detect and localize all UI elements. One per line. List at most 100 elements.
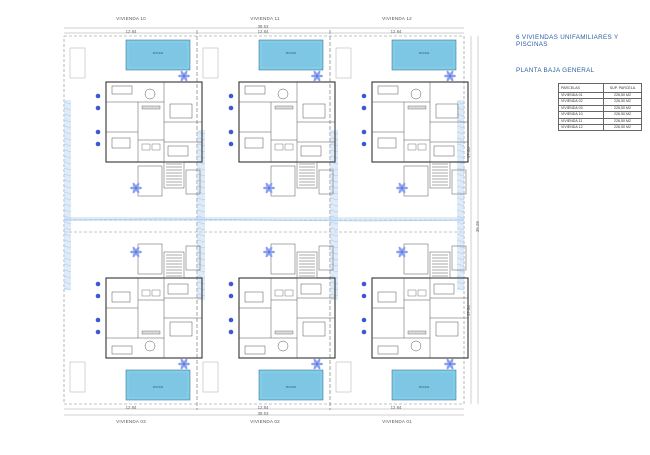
palm-leaf [446,75,451,82]
hedge-stroke [196,197,206,201]
pool-label: PISCINA [286,51,297,55]
palm-leaf [265,246,270,253]
palm-leaf [316,70,321,77]
hedge-stroke [456,101,465,105]
rear-annex [270,243,296,275]
shrub-dot [361,329,367,335]
hedge-stroke [63,197,72,201]
palm-leaf [449,358,454,365]
palm-center [315,74,319,78]
sofa [377,85,399,95]
swimming-pool [125,369,191,401]
shrub-dot [228,93,234,99]
palm-leaf [313,363,318,370]
dining-table [144,88,156,100]
rear-annex [403,243,429,275]
hedge-stroke [456,221,465,225]
palm-leaf [132,251,137,258]
hedge-stroke [329,209,339,213]
garden-outline [335,361,352,393]
hedge-stroke [63,119,72,123]
row-parcel: VIVIENDA 12 [558,123,604,132]
rear-annex [318,169,334,195]
palm-leaf [183,363,188,370]
shrub-dot [95,317,101,323]
palm-leaf [449,363,454,370]
swimming-pool [391,39,457,71]
hedge-stroke [456,209,465,213]
hedge-stroke [63,233,72,237]
shrub-dot [228,281,234,287]
double-bed [302,103,326,119]
project-title: 6 VIVIENDAS UNIFAMILIARES Y PISCINAS [516,34,619,48]
hedge-stroke [196,257,206,261]
palm-leaf [398,187,403,194]
hedge-stroke [329,221,339,225]
kitchen-counter [407,330,427,335]
dwelling-bottom-3: PISCINA [335,243,469,401]
kitchen-counter [407,105,427,110]
shrub-dot [95,141,101,147]
palm-leaf [135,187,140,194]
palm-tree-icon [396,182,408,194]
palm-leaf [183,70,188,77]
swimming-pool [258,39,324,71]
palm-leaf [183,75,188,82]
garden-outline [69,47,86,79]
palm-tree-icon [178,358,190,370]
hedge-stroke [196,137,206,141]
palm-center [448,74,452,78]
hedge-stroke [456,179,465,183]
hedge-stroke [63,251,72,255]
palm-center [182,74,186,78]
single-bed [111,137,131,149]
hedge-stroke [456,257,465,261]
hedge-stroke [329,281,339,285]
shrub-dot [228,293,234,299]
palm-leaf [268,182,273,189]
hedge-stroke [329,143,339,147]
dwelling-bottom-2: PISCINA [202,243,336,401]
single-bed [300,283,322,295]
hedge-stroke [196,233,206,237]
shower [151,289,161,297]
hedge-stroke [63,155,72,159]
single-bed [244,137,264,149]
palm-leaf [132,182,137,189]
hedge-stroke [196,209,206,213]
hedge-stroke [196,227,206,231]
hedge-stroke [196,149,206,153]
hedge-stroke [63,131,72,135]
palm-leaf [135,246,140,253]
hedge-stroke [456,203,465,207]
dining-table [410,88,422,100]
stairwell [429,161,451,189]
hedge-stroke [329,179,339,183]
right-hedge [457,100,464,290]
rear-annex [185,169,201,195]
hedge-stroke [196,173,206,177]
wc [407,289,417,297]
table-header-row: PARCELAS SUP. PARCELA [558,83,642,93]
pool-label: PISCINA [419,51,430,55]
palm-leaf [446,70,451,77]
hedge-stroke [329,155,339,159]
double-bed [435,103,459,119]
hedge-stroke [329,263,339,267]
wc [141,289,151,297]
double-bed [169,321,193,337]
single-bed [433,145,455,157]
row-area: 226,50 M2 [603,91,642,100]
garden-outline [69,361,86,393]
palm-leaf [180,75,185,82]
kitchen-counter [274,330,294,335]
hedge-stroke [63,125,72,129]
shrub-dot [95,129,101,135]
palm-tree-icon [311,70,323,82]
